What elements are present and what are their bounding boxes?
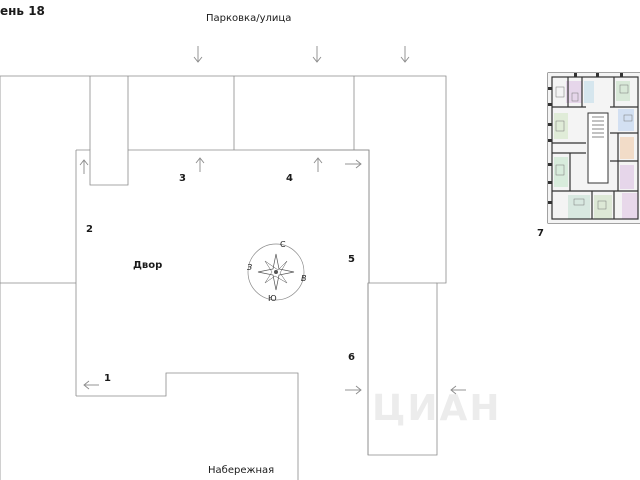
compass-west-label: З [247, 263, 253, 272]
courtyard-label: Двор [133, 260, 163, 271]
section-7-label: 7 [537, 228, 544, 239]
watermark: ЦИАН [372, 388, 502, 429]
compass-rose [247, 243, 305, 301]
arrow-up-icon [313, 157, 323, 172]
arrow-right-icon [345, 385, 362, 395]
arrow-down-icon [400, 46, 410, 63]
arrow-down-icon [193, 46, 203, 63]
bottom-street-label: Набережная [208, 465, 275, 476]
section-5-label: 5 [348, 254, 355, 265]
floor-title: ень 18 [0, 4, 45, 18]
arrow-down-icon [312, 46, 322, 63]
section-2-label: 2 [86, 224, 93, 235]
top-street-label: Парковка/улица [206, 13, 292, 24]
arrow-up-icon [195, 157, 205, 172]
key-plan-thumbnail [548, 73, 640, 223]
compass-star-icon [257, 253, 295, 291]
section-6-label: 6 [348, 352, 355, 363]
section-3-label: 3 [179, 173, 186, 184]
compass-east-label: В [301, 274, 307, 283]
compass-north-label: С [280, 240, 286, 249]
arrow-up-icon [79, 159, 89, 174]
section-4-label: 4 [286, 173, 293, 184]
arrow-left-icon [83, 380, 99, 390]
compass-south-label: Ю [268, 294, 277, 303]
courtyard-outline [128, 149, 370, 455]
arrow-left-icon [450, 385, 466, 395]
section-1-label: 1 [104, 373, 111, 384]
arrow-right-icon [345, 159, 362, 169]
